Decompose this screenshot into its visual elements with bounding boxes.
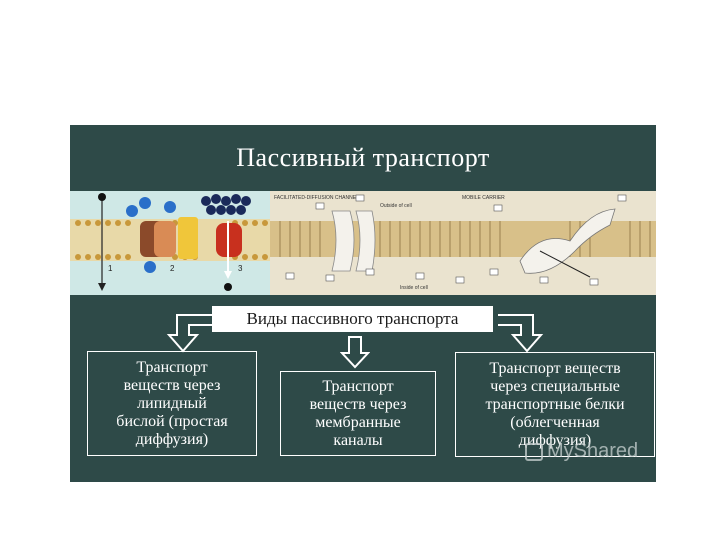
carrier-label: MOBILE CARRIER — [462, 195, 505, 201]
right-line-3: транспортные белки — [485, 396, 624, 414]
mid-line-1: Транспорт — [310, 378, 407, 396]
left-line-4: бислой (простая — [116, 413, 227, 431]
simple-diffusion-box: Транспорт веществ через липидный бислой … — [87, 351, 257, 456]
types-header-text: Виды пассивного транспорта — [247, 310, 459, 328]
mid-line-4: каналы — [310, 432, 407, 450]
left-line-2: веществ через — [116, 377, 227, 395]
watermark: MyShared — [525, 440, 638, 463]
right-line-2: через специальные — [485, 378, 624, 396]
figure-label-2: 2 — [170, 264, 175, 273]
left-line-3: липидный — [116, 395, 227, 413]
membrane-figure: 1 2 3 FACILITATED-DIFFUSION CHANNEL MOBI… — [70, 191, 656, 295]
arrow-middle-icon — [340, 335, 370, 369]
channel-label: FACILITATED-DIFFUSION CHANNEL — [274, 195, 359, 201]
slide-panel: Пассивный транспорт — [70, 125, 656, 482]
slide-title: Пассивный транспорт — [70, 143, 656, 173]
arrow-right-icon — [495, 311, 545, 353]
membrane-channels-box: Транспорт веществ через мембранные канал… — [280, 371, 436, 456]
watermark-text: MyShared — [547, 440, 638, 463]
figure-label-1: 1 — [108, 264, 113, 273]
inside-label: Inside of cell — [400, 285, 428, 291]
left-line-1: Транспорт — [116, 359, 227, 377]
arrow-left-icon — [165, 311, 215, 353]
mid-line-2: веществ через — [310, 396, 407, 414]
outside-label: Outside of cell — [380, 203, 412, 209]
figure-label-3: 3 — [238, 264, 243, 273]
types-header-box: Виды пассивного транспорта — [212, 306, 493, 332]
right-line-4: (облегченная — [485, 414, 624, 432]
mid-line-3: мембранные — [310, 414, 407, 432]
watermark-logo-icon — [525, 443, 543, 461]
left-line-5: диффузия) — [116, 431, 227, 449]
right-line-1: Транспорт веществ — [485, 360, 624, 378]
